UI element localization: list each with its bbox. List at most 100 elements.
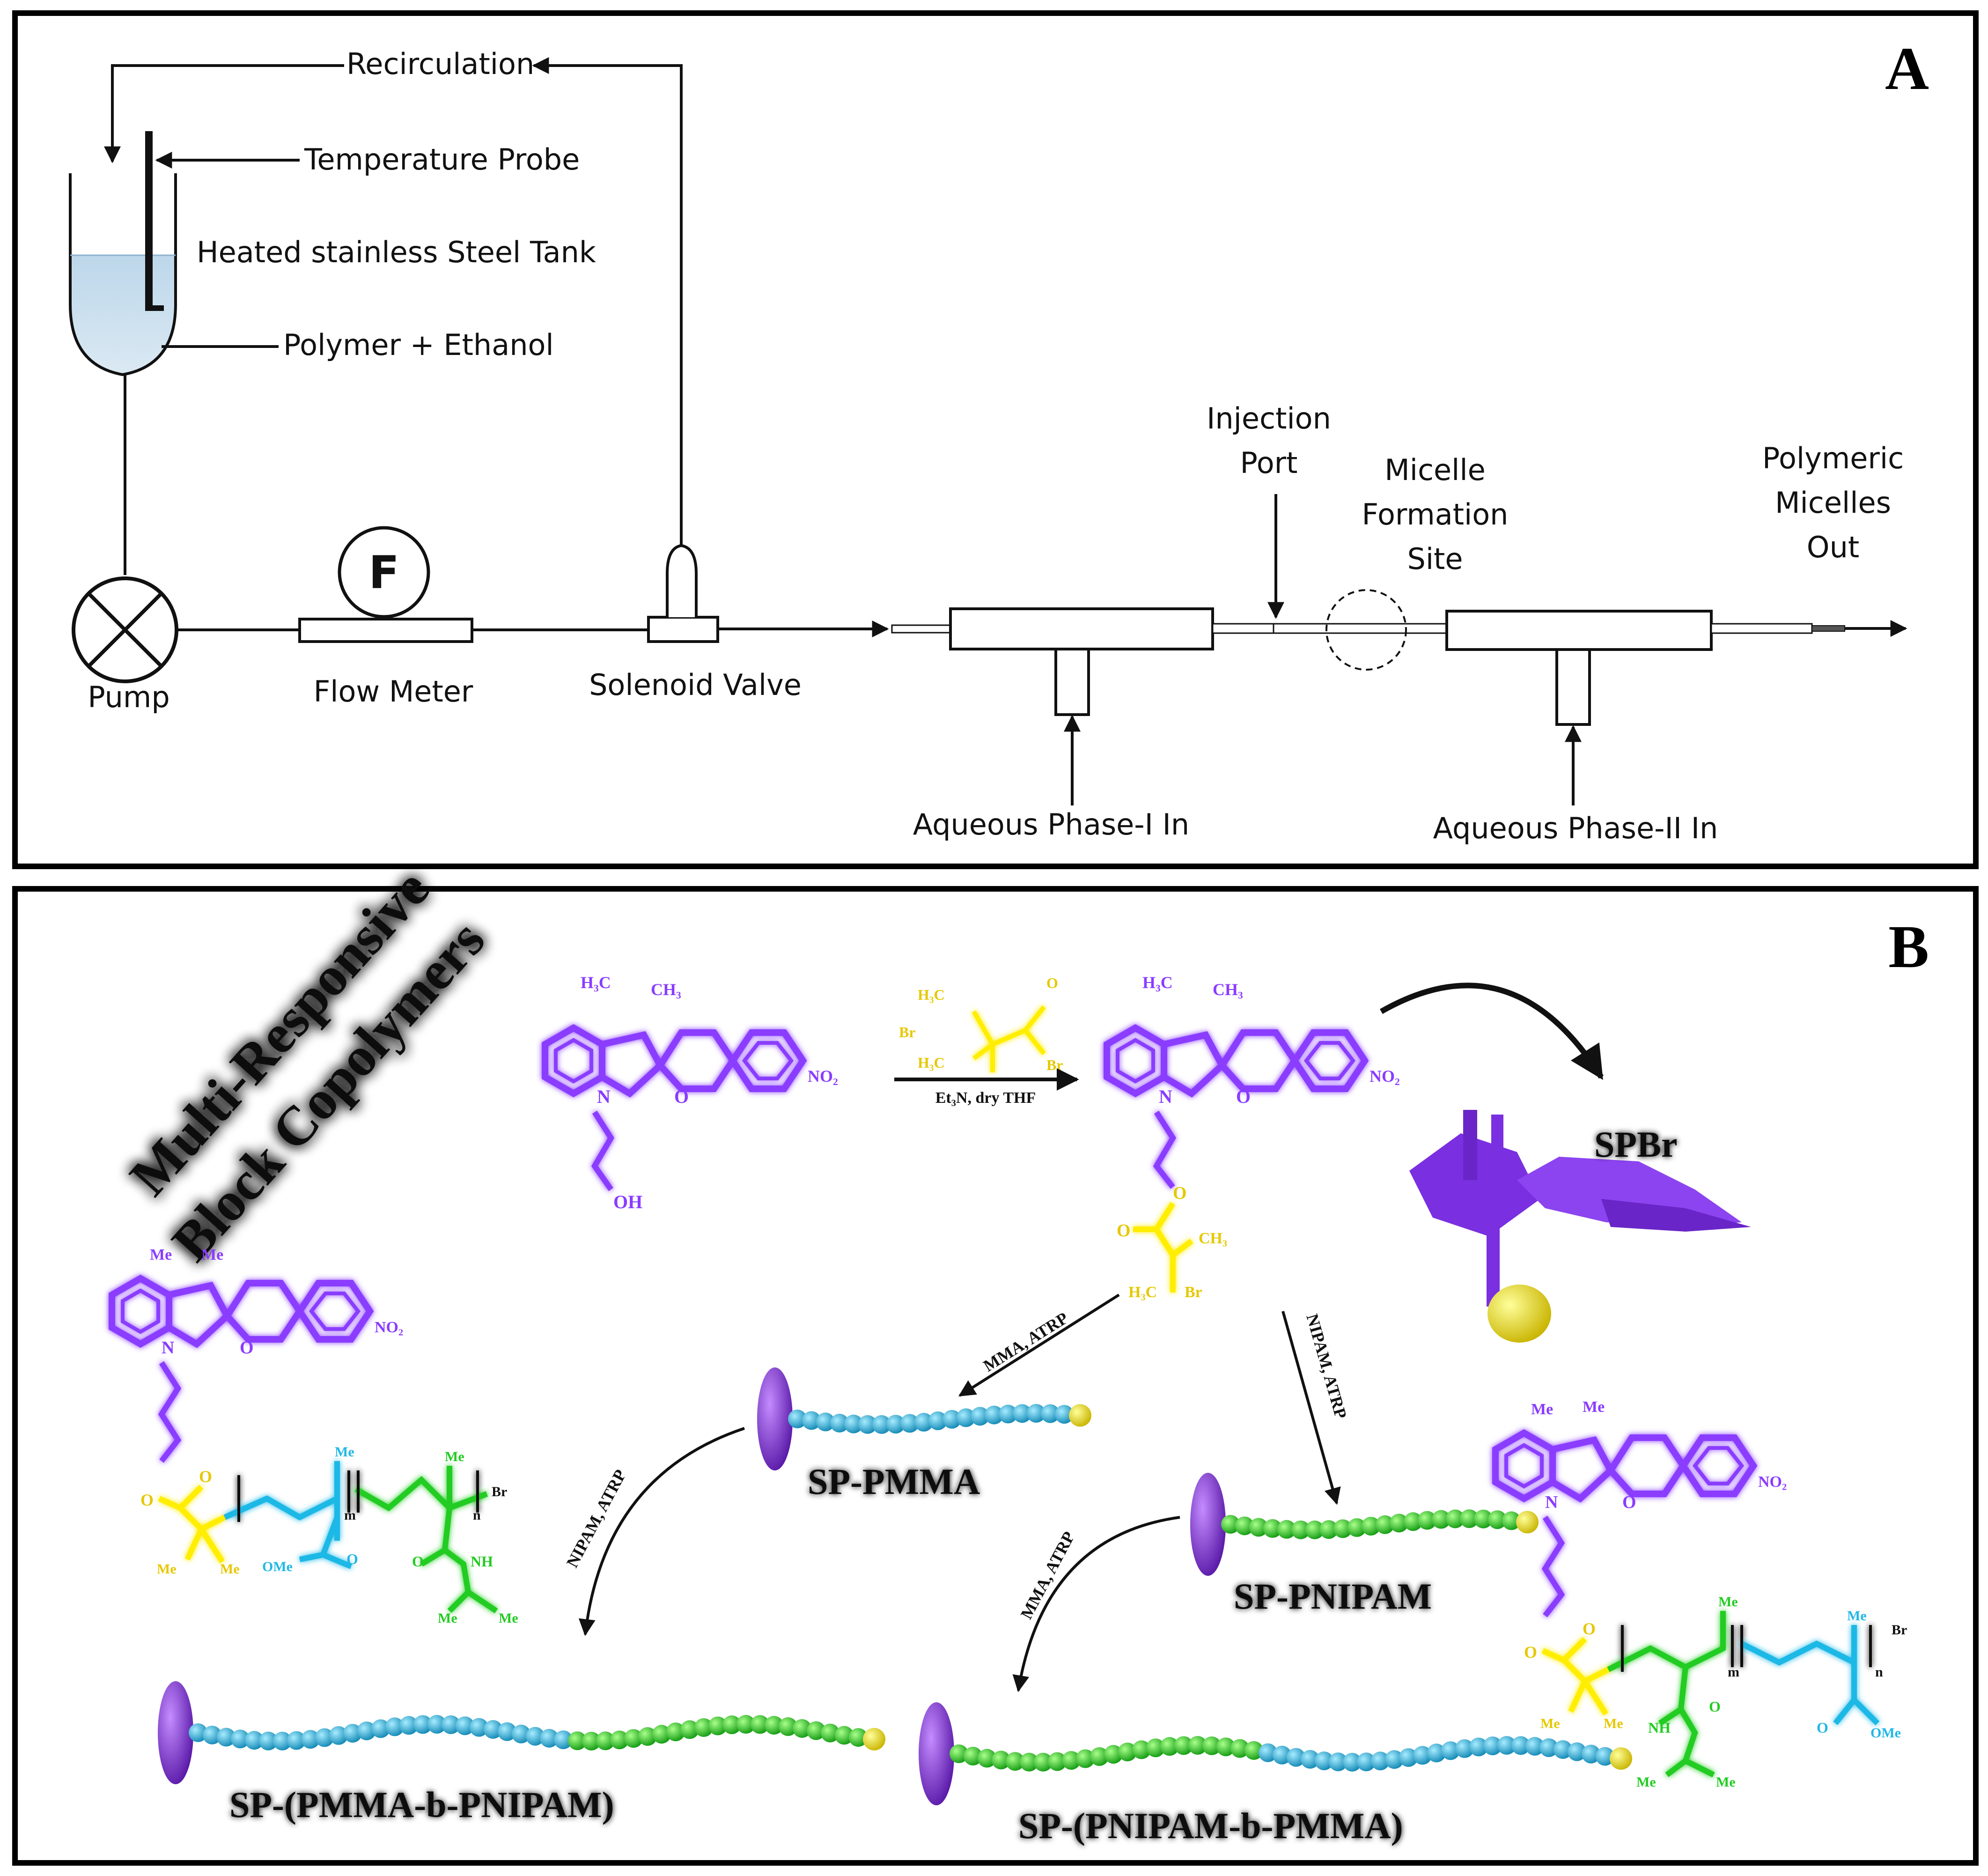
pmma-bead bbox=[315, 1728, 334, 1747]
pnipam-bead bbox=[1460, 1509, 1479, 1529]
right-nh: NH bbox=[1648, 1719, 1671, 1736]
pmma-bead bbox=[427, 1715, 446, 1734]
pmma-bead bbox=[1357, 1752, 1376, 1772]
solenoid-valve-label: Solenoid Valve bbox=[589, 668, 802, 702]
pnipam-bead bbox=[835, 1726, 854, 1745]
spbr-br: Br bbox=[1185, 1284, 1202, 1301]
pmma-bead bbox=[442, 1715, 460, 1734]
pmma-bead bbox=[1287, 1748, 1305, 1767]
nipam-atrp-arrow-1 bbox=[1281, 1311, 1341, 1505]
pmma-bead bbox=[456, 1716, 474, 1736]
pmma-bead bbox=[1539, 1738, 1558, 1758]
recirculation-label: Recirculation bbox=[346, 47, 534, 81]
pmma-bead bbox=[1273, 1745, 1291, 1765]
start-oh: OH bbox=[613, 1191, 642, 1212]
right-no2: NO₂ bbox=[1758, 1473, 1787, 1491]
out-label-3: Out bbox=[1807, 530, 1859, 564]
pmma-bead bbox=[914, 1412, 933, 1432]
pnipam-bead bbox=[680, 1720, 699, 1739]
start-ch3: CH₃ bbox=[651, 980, 681, 999]
pnipam-bead bbox=[1090, 1747, 1109, 1766]
right-me-5: Me bbox=[1636, 1774, 1656, 1790]
pnipam-bead bbox=[1160, 1737, 1179, 1756]
pmma-bead bbox=[802, 1411, 821, 1430]
sp-pnipam-b-pmma-label: SP-(PNIPAM-b-PMMA) bbox=[1018, 1805, 1403, 1846]
mma-atrp-arrow-1 bbox=[958, 1293, 1120, 1397]
pnipam-bead bbox=[596, 1731, 615, 1750]
pmma-bead bbox=[1525, 1737, 1544, 1756]
start-n: N bbox=[597, 1086, 611, 1107]
panel-a-frame bbox=[12, 10, 1979, 869]
sp-pmma-b-pnipam-chain bbox=[158, 1681, 885, 1784]
pmma-bead bbox=[1554, 1740, 1572, 1759]
pmma-bead bbox=[189, 1723, 207, 1742]
pmma-bead bbox=[1441, 1741, 1460, 1760]
left-me-4: Me bbox=[220, 1561, 240, 1577]
pmma-bead bbox=[985, 1405, 1003, 1425]
panel-b-letter: B bbox=[1888, 913, 1929, 981]
pnipam-bead bbox=[849, 1728, 868, 1747]
pnipam-bead bbox=[694, 1718, 713, 1737]
sp-pnipam-b-pmma-chain bbox=[919, 1702, 1632, 1805]
pmma-bead bbox=[886, 1415, 905, 1434]
sp-head-bead bbox=[1190, 1473, 1226, 1576]
micelle-label-1: Micelle bbox=[1384, 453, 1486, 487]
right-pmma-me: Me bbox=[1847, 1608, 1867, 1624]
pnipam-bead bbox=[779, 1717, 797, 1736]
pmma-bead bbox=[231, 1729, 250, 1749]
initiator-end-bead bbox=[1069, 1404, 1091, 1427]
sp-pmma-b-pnipam-label: SP-(PMMA-b-PNIPAM) bbox=[229, 1784, 614, 1825]
pmma-bead bbox=[1511, 1736, 1530, 1755]
pmma-bead bbox=[1055, 1405, 1074, 1424]
pmma-bead bbox=[357, 1721, 376, 1741]
left-pmma-me: Me bbox=[335, 1444, 354, 1460]
injection-label-1: Injection bbox=[1207, 401, 1331, 436]
pnipam-bead bbox=[1488, 1510, 1507, 1529]
pnipam-bead bbox=[751, 1715, 769, 1734]
right-sub-m: m bbox=[1728, 1664, 1739, 1680]
left-me-6: Me bbox=[499, 1610, 518, 1626]
left-br: Br bbox=[492, 1484, 507, 1499]
pmma-bead bbox=[1568, 1742, 1586, 1761]
pnipam-bead bbox=[1230, 1739, 1249, 1758]
recirculation-return-line bbox=[104, 64, 344, 163]
sp-pnipam-label: SP-PNIPAM bbox=[1234, 1576, 1432, 1617]
left-copolymer-structure bbox=[112, 1278, 498, 1613]
spiropyran-start-molecule bbox=[545, 1028, 803, 1191]
pmma-bead bbox=[554, 1730, 573, 1750]
micelle-formation-site bbox=[1325, 589, 1407, 671]
pnipam-bead bbox=[1333, 1519, 1352, 1538]
pnipam-bead bbox=[722, 1715, 741, 1735]
pmma-bead bbox=[287, 1731, 306, 1750]
initiator-reagent bbox=[972, 1005, 1046, 1072]
reagent-h3c-2: H₃C bbox=[918, 1054, 945, 1071]
pnipam-bead bbox=[1305, 1520, 1324, 1539]
pump-label: Pump bbox=[88, 680, 169, 714]
left-me-3: Me bbox=[157, 1561, 177, 1577]
left-me-5: Me bbox=[438, 1610, 457, 1626]
pnipam-bead bbox=[1076, 1749, 1095, 1768]
pmma-bead bbox=[540, 1728, 559, 1748]
connecting-tube bbox=[1273, 623, 1448, 634]
pnipam-bead bbox=[1221, 1515, 1240, 1534]
right-sub-n: n bbox=[1875, 1664, 1883, 1680]
pnipam-bead bbox=[1474, 1509, 1493, 1529]
flow-meter-label: Flow Meter bbox=[314, 674, 473, 709]
pmma-bead bbox=[343, 1724, 362, 1743]
spbr-h3c: H₃C bbox=[1142, 973, 1173, 992]
reagent-o: O bbox=[1046, 975, 1058, 991]
left-pmma-o: O bbox=[346, 1551, 358, 1567]
mixer-2 bbox=[1445, 610, 1845, 726]
initiator-end-bead bbox=[1610, 1747, 1632, 1770]
pmma-bead bbox=[1385, 1750, 1404, 1769]
pnipam-bead bbox=[624, 1729, 643, 1748]
pnipam-bead bbox=[568, 1731, 587, 1750]
pnipam-bead bbox=[638, 1727, 657, 1746]
temperature-probe-icon bbox=[145, 131, 164, 311]
pmma-bead bbox=[928, 1411, 947, 1431]
pmma-bead bbox=[942, 1410, 961, 1429]
pnipam-bead bbox=[765, 1716, 783, 1735]
right-me-3: Me bbox=[1540, 1716, 1560, 1731]
pmma-bead bbox=[1455, 1739, 1474, 1758]
pmma-bead bbox=[1041, 1404, 1060, 1423]
